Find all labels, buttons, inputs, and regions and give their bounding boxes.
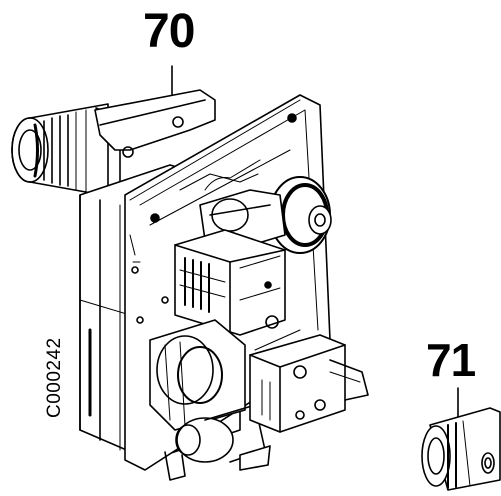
back-flange-plate: [94, 89, 216, 158]
part-71-fitting: [421, 407, 501, 491]
valve-outlet: [239, 329, 369, 471]
part-70-gas-valve-assembly: [11, 89, 369, 481]
callout-label-70: 70: [143, 5, 195, 58]
inlet-cylinder: [11, 103, 121, 197]
solenoid-coils: [149, 319, 266, 481]
relay-blocks: [174, 229, 286, 336]
callout-label-71: 71: [426, 334, 476, 386]
drawing-reference-code: C000242: [44, 337, 65, 418]
